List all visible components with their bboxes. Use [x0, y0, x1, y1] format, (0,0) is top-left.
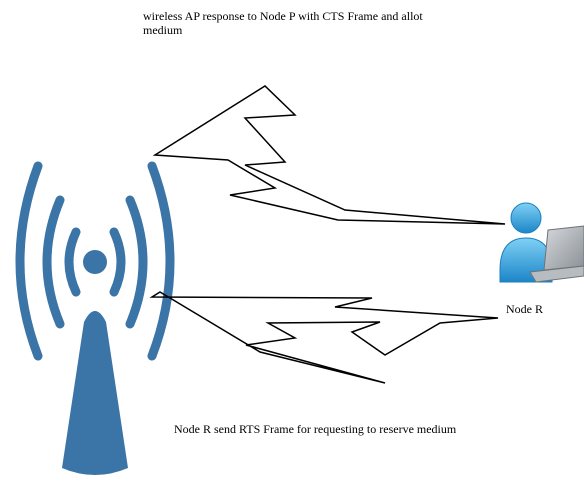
cts-caption: wireless AP response to Node P with CTS … — [143, 9, 423, 37]
antenna-dot — [83, 250, 107, 274]
cts-lightning-bolt — [152, 85, 506, 225]
signal-arc-inner-right — [109, 227, 126, 297]
user-head — [510, 202, 542, 234]
rts-lightning-bolt — [149, 291, 499, 384]
signal-arc-middle-right — [125, 195, 148, 329]
user-with-laptop-icon — [499, 202, 584, 283]
cts-caption-line2: medium — [143, 23, 183, 37]
antenna-tower — [62, 311, 128, 475]
laptop-base — [529, 265, 584, 283]
signal-arc-outer-right — [147, 161, 175, 361]
signal-arc-outer-left — [15, 161, 43, 361]
signal-arc-middle-left — [42, 195, 65, 329]
rts-caption: Node R send RTS Frame for requesting to … — [174, 422, 457, 436]
node-r-label: Node R — [506, 302, 543, 316]
signal-arc-inner-left — [64, 227, 81, 297]
wireless-access-point-icon — [15, 161, 175, 475]
cts-caption-line1: wireless AP response to Node P with CTS … — [143, 9, 423, 23]
laptop-screen — [543, 225, 584, 271]
